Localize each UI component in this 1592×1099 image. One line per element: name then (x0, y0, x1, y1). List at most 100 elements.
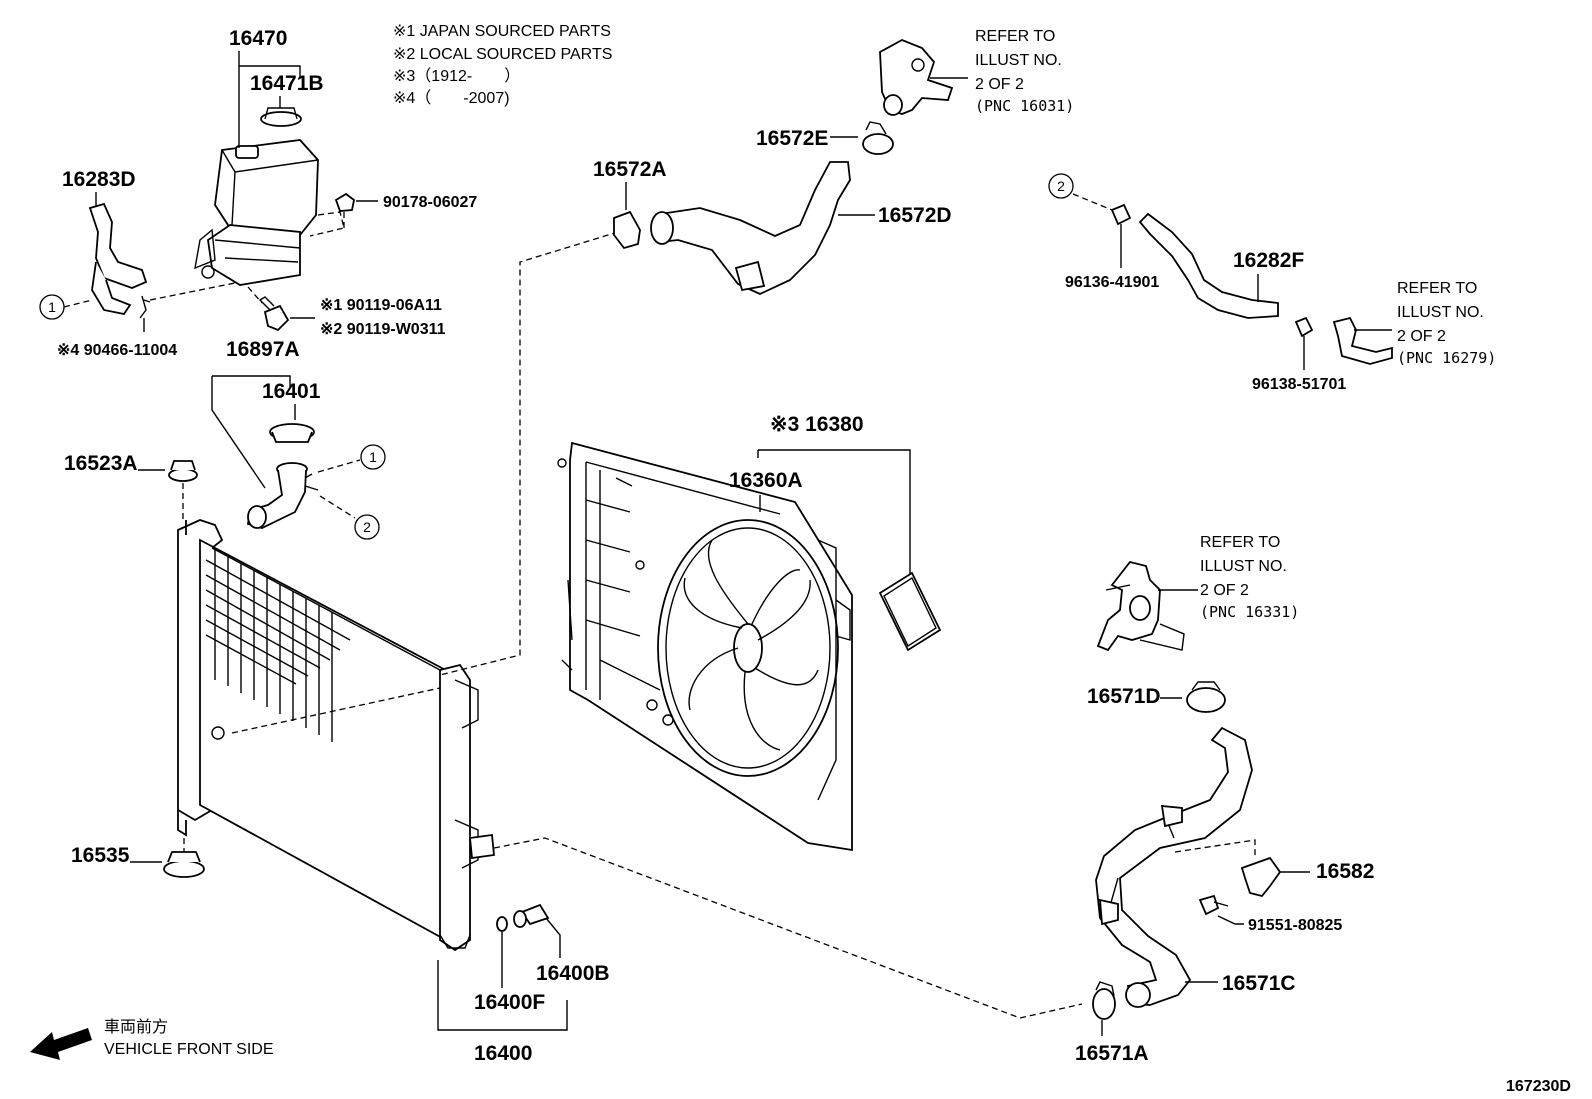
svg-text:(PNC 16331): (PNC 16331) (1200, 603, 1299, 621)
hose-16571C (1095, 726, 1253, 1008)
vehicle-front-label-en: VEHICLE FRONT SIDE (104, 1041, 274, 1058)
reservoir-cap (260, 107, 302, 127)
svg-text:ILLUST NO.: ILLUST NO. (1397, 304, 1484, 321)
clip-96136 (1110, 203, 1132, 226)
svg-text:(PNC 16279): (PNC 16279) (1397, 349, 1496, 367)
marker-1-neck (360, 444, 386, 470)
svg-text:REFER TO: REFER TO (975, 28, 1055, 45)
cushion-16535 (163, 851, 205, 878)
label-16572E: 16572E (756, 127, 828, 150)
label-16582: 16582 (1316, 860, 1374, 883)
filler-neck-16897A (246, 462, 319, 529)
bolt-90119 (258, 296, 290, 332)
label-16470: 16470 (229, 27, 287, 50)
vehicle-front-label-jp: 車両前方 (104, 1018, 168, 1036)
note-until-date: ※4（ -2007) (393, 89, 510, 107)
label-16400: 16400 (474, 1042, 532, 1065)
bolt-91551 (1198, 894, 1229, 916)
label-16400F: 16400F (474, 991, 545, 1014)
label-16401: 16401 (262, 380, 321, 403)
svg-text:REFER TO: REFER TO (1397, 280, 1477, 297)
marker-1-left-text: 1 (48, 299, 56, 315)
clip-90178 (334, 192, 355, 212)
label-16572A: 16572A (593, 158, 667, 181)
reference-note-16031: REFER TO ILLUST NO. 2 OF 2 (PNC 16031) (975, 28, 1074, 115)
leader-16897A (211, 375, 291, 489)
svg-text:2 OF 2: 2 OF 2 (1200, 582, 1249, 599)
label-90178-06027: 90178-06027 (383, 194, 477, 211)
dash-16582 (1174, 839, 1256, 856)
radiator-cap-16401 (269, 423, 315, 443)
label-16282F: 16282F (1233, 249, 1304, 272)
clamp-16572A (613, 210, 641, 250)
fan-shroud-16360A (557, 441, 853, 852)
dash-upper-hose (439, 231, 619, 676)
marker-2-neck (354, 514, 380, 540)
leader-16400 (437, 960, 568, 1031)
label-16897A: 16897A (226, 338, 300, 361)
marker-1-neck-text: 1 (369, 449, 377, 465)
marker-2-right-text: 2 (1057, 178, 1065, 194)
label-16572D: 16572D (878, 204, 952, 227)
dash-marker-1-neck (317, 459, 361, 473)
water-inlet-16331 (1096, 560, 1185, 652)
label-16360A: 16360A (729, 469, 803, 492)
label-96138-51701: 96138-51701 (1252, 376, 1346, 393)
clamp-90466 (139, 295, 151, 319)
label-16571D: 16571D (1087, 685, 1161, 708)
note-from-date: ※3（1912- ） (393, 67, 520, 85)
svg-text:(PNC 16031): (PNC 16031) (975, 97, 1074, 115)
cushion-16523A (168, 460, 198, 482)
dash-radiator-mid (231, 687, 441, 734)
svg-text:ILLUST NO.: ILLUST NO. (975, 52, 1062, 69)
note-local-sourced: ※2 LOCAL SOURCED PARTS (393, 46, 612, 63)
o-ring-16400F (496, 916, 508, 932)
dash-90119 (247, 286, 263, 304)
dash-90178 (309, 211, 345, 237)
hose-16283D (88, 202, 148, 316)
pipe-16279 (1332, 316, 1393, 365)
label-16380: ※3 16380 (770, 413, 864, 436)
radiator-assembly (177, 519, 495, 952)
dash-lower-hose (493, 837, 1083, 1019)
dash-marker-2-right (1072, 193, 1113, 211)
label-16523A: 16523A (64, 452, 138, 475)
dash-16283D (149, 282, 236, 301)
leader-16380 (757, 449, 911, 574)
leader-91551 (1217, 915, 1244, 925)
label-96136-41901: 96136-41901 (1065, 274, 1159, 291)
vehicle-front-arrow-icon (30, 1028, 92, 1060)
svg-text:ILLUST NO.: ILLUST NO. (1200, 558, 1287, 575)
reference-note-16279: REFER TO ILLUST NO. 2 OF 2 (PNC 16279) (1397, 280, 1496, 367)
clamp-16571A (1092, 981, 1116, 1020)
leader-16400B (545, 917, 561, 958)
clamp-16571D (1186, 681, 1226, 713)
reference-note-16331: REFER TO ILLUST NO. 2 OF 2 (PNC 16331) (1200, 534, 1299, 621)
svg-text:2 OF 2: 2 OF 2 (975, 76, 1024, 93)
diagram-id: 167230D (1506, 1078, 1571, 1095)
marker-2-right (1048, 173, 1074, 199)
marker-2-neck-text: 2 (363, 519, 371, 535)
svg-text:2 OF 2: 2 OF 2 (1397, 328, 1446, 345)
label-16283D: 16283D (62, 168, 136, 191)
leader-16470 (238, 51, 301, 148)
note-japan-sourced: ※1 JAPAN SOURCED PARTS (393, 23, 611, 40)
label-16400B: 16400B (536, 962, 610, 985)
label-16571A: 16571A (1075, 1042, 1149, 1065)
fan-resistor-16380 (878, 571, 942, 652)
hose-16572D (650, 161, 851, 295)
drain-cock-16400B (513, 903, 550, 928)
svg-text:REFER TO: REFER TO (1200, 534, 1280, 551)
bracket-16582 (1240, 856, 1282, 898)
label-90119-W0311: ※2 90119-W0311 (320, 321, 446, 338)
hose-16282F (1138, 212, 1279, 319)
label-91551-80825: 91551-80825 (1248, 917, 1342, 934)
reservoir-tank (194, 139, 319, 286)
water-outlet-16031 (879, 39, 954, 116)
dash-marker-1-left (63, 299, 93, 308)
label-16535: 16535 (71, 844, 130, 867)
label-16471B: 16471B (250, 72, 324, 95)
clip-96138 (1294, 316, 1314, 338)
label-16571C: 16571C (1222, 972, 1296, 995)
